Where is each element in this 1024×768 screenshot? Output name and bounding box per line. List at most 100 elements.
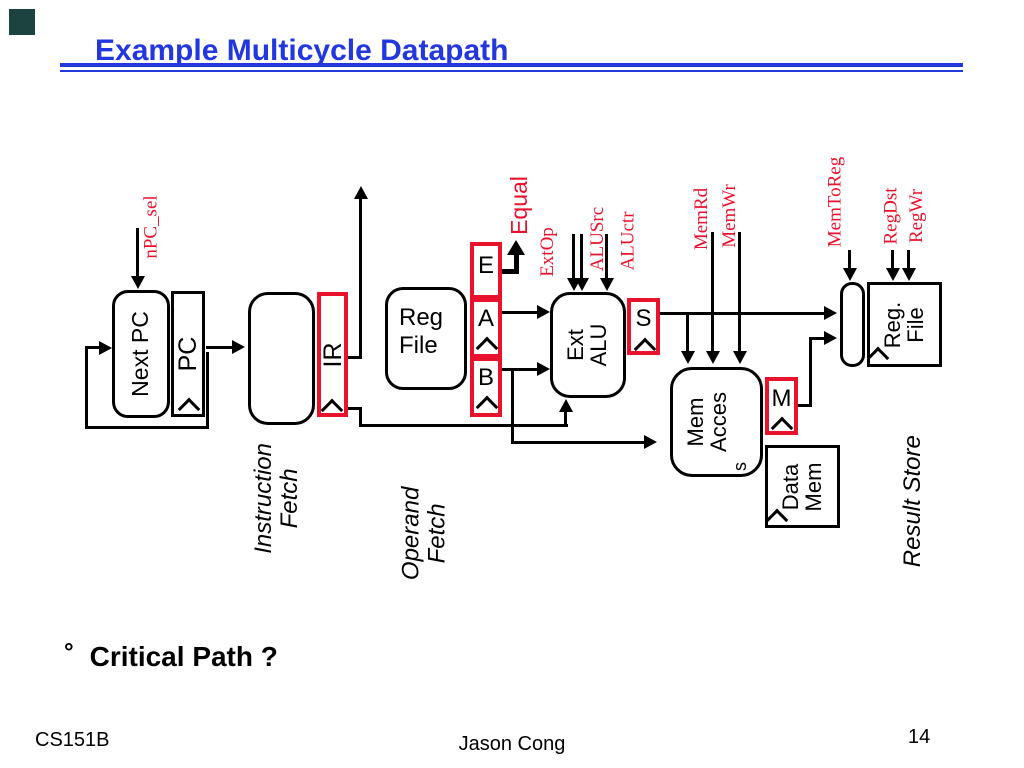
arrow-equal-up [507, 240, 525, 255]
wire-alusrc-2 [580, 234, 583, 279]
data-mem-block: Data Mem [765, 445, 840, 528]
arrow-result-into-mux [824, 306, 837, 320]
wire-b-to-alu [502, 368, 540, 371]
memtoreg-signal-label: MemToReg [824, 156, 845, 248]
wire-memtoreg [848, 250, 851, 269]
pc-label: PC [174, 336, 202, 372]
alu-block: Ext ALU [550, 292, 626, 398]
wire-imm-stub [348, 407, 362, 410]
e-register: E [470, 242, 502, 299]
ir-label: IR [318, 342, 347, 367]
wire-b-down [511, 368, 514, 444]
arrow-memtoreg [843, 268, 857, 281]
b-register: B [470, 357, 502, 417]
alu-label-line1: Ext [563, 329, 589, 361]
wire-npc-sel [136, 228, 139, 276]
regwr-signal-label: RegWr [906, 188, 928, 243]
m-label: M [771, 385, 792, 412]
wire-pc-loop-right-vertical [206, 352, 209, 427]
arrow-aluctr [600, 278, 614, 291]
arrow-into-memory [232, 340, 245, 354]
mem-access-block: Mem Acces s [670, 367, 763, 477]
bullet-item: ° Critical Path ? [64, 639, 278, 673]
page-number: 14 [908, 726, 931, 748]
title-underline-thin [60, 70, 963, 72]
wire-addr-into-mem-access [686, 314, 689, 352]
wire-memwr [738, 232, 741, 352]
a-register: A [470, 298, 502, 358]
wire-pc-loop-into-nextpc [85, 346, 100, 349]
wire-equal-horizontal [502, 269, 519, 274]
arrow-memrd [706, 351, 720, 364]
a-label: A [477, 305, 494, 332]
footer-author: Jason Cong [458, 733, 566, 755]
wire-pc-loop-bottom [85, 426, 209, 429]
s-label: S [635, 305, 652, 332]
data-mem-label-line1: Data [777, 463, 803, 510]
wire-imm-horizontal [359, 424, 568, 427]
arrow-m-into-mux [824, 331, 837, 345]
mem-access-label-line2: Acces [705, 392, 731, 452]
wire-equal-vertical [514, 252, 519, 274]
wire-m-up [809, 337, 812, 407]
arrow-imm-into-alu [559, 399, 573, 412]
wire-imm-up-into-alu [564, 412, 567, 427]
s-register: S [627, 298, 660, 355]
instruction-memory-block [248, 292, 315, 425]
bullet-text: Critical Path ? [89, 641, 278, 672]
arrow-npc-sel-down [131, 276, 145, 289]
memwr-signal-label: MemWr [719, 184, 741, 248]
arrow-b-into-mem-access [644, 435, 657, 449]
wire-ir-stub-right [348, 356, 362, 359]
wire-imm-down [359, 407, 362, 427]
reg-file-wb-label-line2: File [902, 306, 928, 343]
wire-s-result-bus [660, 312, 825, 315]
ir-register: IR [317, 292, 348, 417]
arrow-b-into-alu [537, 362, 550, 376]
arrow-regdst [886, 268, 900, 281]
wire-ir-up-vertical [359, 199, 362, 359]
bullet-icon: ° [64, 639, 74, 666]
e-label: E [477, 252, 494, 279]
reg-file-label-line1: Reg [399, 304, 444, 331]
wire-a-to-alu [502, 311, 540, 314]
next-pc-label: Next PC [127, 311, 154, 397]
reg-file-label-line2: File [399, 331, 438, 359]
slide-corner-decoration [9, 9, 35, 35]
b-label: B [477, 364, 494, 391]
mem-access-label-line3: s [729, 462, 750, 471]
pc-register: PC [171, 291, 205, 417]
arrow-addr-into-mem-access [681, 351, 695, 364]
alu-label-line2: ALU [586, 323, 611, 367]
page-title: Example Multicycle Datapath [95, 34, 509, 67]
next-pc-block: Next PC [112, 290, 170, 418]
wire-extop-alusrc-1 [572, 234, 575, 279]
result-store-stage-label: Result Store [898, 435, 926, 568]
wire-b-to-mem-access [511, 441, 645, 444]
footer-course-id: CS151B [35, 729, 110, 751]
arrow-alusrc-2 [575, 278, 589, 291]
title-underline-thick [60, 63, 963, 67]
m-register: M [765, 377, 798, 435]
wire-regwr [907, 250, 910, 269]
arrow-into-next-pc [99, 341, 112, 355]
mem-access-label-line1: Mem [682, 397, 708, 447]
data-mem-label-line2: Mem [800, 462, 826, 511]
arrow-regwr [902, 268, 916, 281]
reg-file-writeback-block: Reg. File [867, 282, 942, 367]
arrow-a-into-alu [537, 305, 550, 319]
reg-file-block: Reg File [385, 287, 467, 390]
wire-m-into-mux [809, 337, 825, 340]
wire-memrd [711, 232, 714, 352]
wire-pc-to-memory [206, 346, 233, 349]
wire-aluctr [605, 234, 608, 279]
writeback-mux [840, 282, 865, 367]
arrow-ir-up [354, 186, 368, 199]
wire-pc-loop-left-vertical [85, 347, 88, 429]
extop-signal-label: ExtOp [537, 226, 559, 277]
aluctr-signal-label: ALUctr [618, 210, 639, 271]
wire-regdst [891, 250, 894, 269]
